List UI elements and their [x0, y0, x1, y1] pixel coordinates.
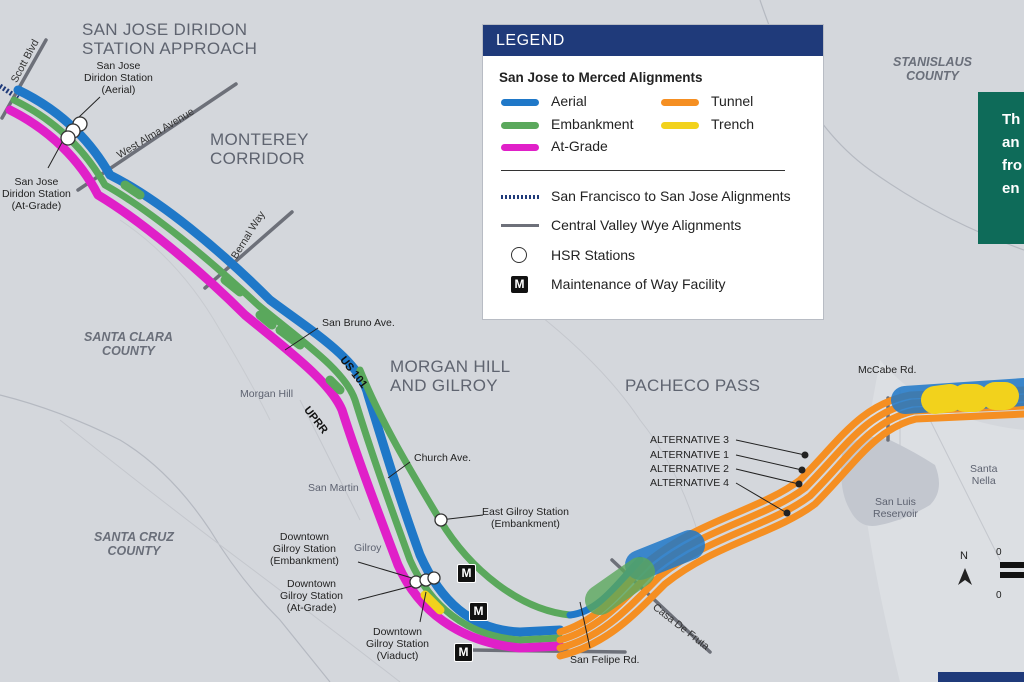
legend-sf-sj: San Francisco to San Jose Alignments — [551, 188, 791, 204]
road-church: Church Ave. — [414, 452, 472, 464]
label-dt-embankment: Downtown Gilroy Station (Embankment) — [270, 531, 339, 567]
label-diridon-aerial: San Jose Diridon Station (Aerial) — [84, 60, 153, 96]
hsr-station-icon — [511, 247, 527, 263]
label-dt-viaduct: Downtown Gilroy Station (Viaduct) — [366, 626, 430, 662]
maintenance-facility-icon: M — [469, 602, 488, 621]
place-santa-nella: Santa Nella — [970, 463, 998, 487]
legend-panel: LEGEND San Jose to Merced Alignments Aer… — [482, 24, 824, 320]
region-monterey: MONTEREY CORRIDOR — [210, 130, 309, 168]
road-san-felipe: San Felipe Rd. — [570, 654, 640, 666]
place-san-martin: San Martin — [308, 482, 359, 494]
legend-trench-swatch — [661, 122, 699, 129]
legend-atgrade: At-Grade — [551, 138, 608, 154]
legend-mow: Maintenance of Way Facility — [551, 276, 726, 292]
road-mccabe: McCabe Rd. — [858, 364, 917, 376]
label-alternative-3: ALTERNATIVE 3 — [650, 434, 729, 446]
county-santa-cruz: SANTA CRUZ COUNTY — [94, 530, 174, 558]
legend-cvwye-swatch — [501, 224, 539, 227]
legend-hsr: HSR Stations — [551, 247, 636, 263]
legend-tunnel: Tunnel — [711, 93, 754, 109]
label-diridon-atgrade: San Jose Diridon Station (At-Grade) — [2, 176, 71, 212]
legend-subtitle: San Jose to Merced Alignments — [499, 70, 703, 85]
label-alternative-1: ALTERNATIVE 1 — [650, 449, 729, 461]
legend-sfsj-swatch — [501, 195, 539, 199]
callout-panel: Th an fro en — [978, 92, 1024, 244]
scale-label-bottom: 0 — [996, 590, 1002, 601]
region-morgan-hill: MORGAN HILL AND GILROY — [390, 357, 511, 395]
legend-tunnel-swatch — [661, 99, 699, 106]
corner-bar — [938, 672, 1024, 682]
label-east-gilroy: East Gilroy Station (Embankment) — [482, 506, 569, 530]
label-dt-atgrade: Downtown Gilroy Station (At-Grade) — [280, 578, 344, 614]
callout-line: en — [1002, 180, 1020, 197]
county-stanislaus: STANISLAUS COUNTY — [893, 55, 972, 83]
legend-title: LEGEND — [483, 25, 823, 56]
label-alternative-4: ALTERNATIVE 4 — [650, 477, 729, 489]
region-pacheco: PACHECO PASS — [625, 376, 761, 395]
callout-line: Th — [1002, 111, 1021, 128]
north-label: N — [960, 550, 968, 562]
road-san-bruno: San Bruno Ave. — [322, 317, 395, 329]
legend-trench: Trench — [711, 116, 755, 132]
legend-aerial-swatch — [501, 99, 539, 106]
maintenance-facility-icon: M — [454, 643, 473, 662]
place-morgan-hill: Morgan Hill — [240, 388, 294, 400]
maintenance-facility-icon: M — [511, 276, 528, 293]
county-santa-clara: SANTA CLARA COUNTY — [84, 330, 173, 358]
legend-atgrade-swatch — [501, 144, 539, 151]
north-arrow-icon — [958, 568, 972, 585]
legend-embankment-swatch — [501, 122, 539, 129]
place-san-luis-reservoir: San Luis Reservoir — [873, 496, 918, 520]
region-diridon: SAN JOSE DIRIDON STATION APPROACH — [82, 20, 258, 58]
place-gilroy: Gilroy — [354, 542, 382, 554]
legend-embankment: Embankment — [551, 116, 634, 132]
callout-line: an — [1002, 134, 1020, 151]
legend-cv-wye: Central Valley Wye Alignments — [551, 217, 742, 233]
scale-label-top: 0 — [996, 547, 1002, 558]
callout-line: fro — [1002, 157, 1022, 174]
alignments — [5, 85, 1024, 660]
hsr-station-markers — [60, 116, 448, 589]
maintenance-facility-icon: M — [457, 564, 476, 583]
label-alternative-2: ALTERNATIVE 2 — [650, 463, 729, 475]
legend-aerial: Aerial — [551, 93, 587, 109]
